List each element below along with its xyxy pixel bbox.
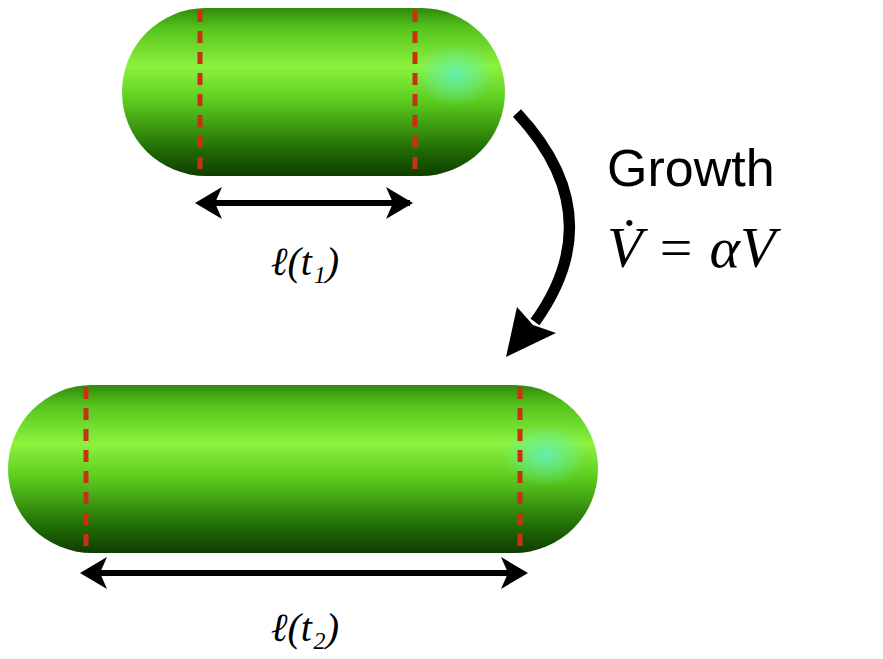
- length-label: ℓ(t₁): [271, 242, 339, 282]
- growth-equation: V̇ = αV: [607, 219, 775, 277]
- cell-capsule: [122, 8, 505, 176]
- arrow-head: [80, 557, 107, 589]
- arrow-head: [506, 307, 556, 357]
- cell-capsule: [8, 385, 598, 553]
- dashed-boundary: [198, 10, 203, 174]
- dashed-boundary: [84, 387, 89, 551]
- cell-highlight: [503, 423, 587, 487]
- growth-arrow: [517, 113, 569, 322]
- arrow-head: [501, 557, 528, 589]
- dashed-boundary: [413, 10, 418, 174]
- arrow-head: [386, 187, 413, 219]
- length-arrow: [86, 570, 522, 576]
- length-label: ℓ(t₂): [271, 608, 339, 648]
- length-arrow: [200, 200, 410, 206]
- process-label: Growth: [607, 142, 775, 194]
- arrow-head: [195, 187, 222, 219]
- dashed-boundary: [518, 387, 523, 551]
- cell-highlight: [415, 43, 495, 107]
